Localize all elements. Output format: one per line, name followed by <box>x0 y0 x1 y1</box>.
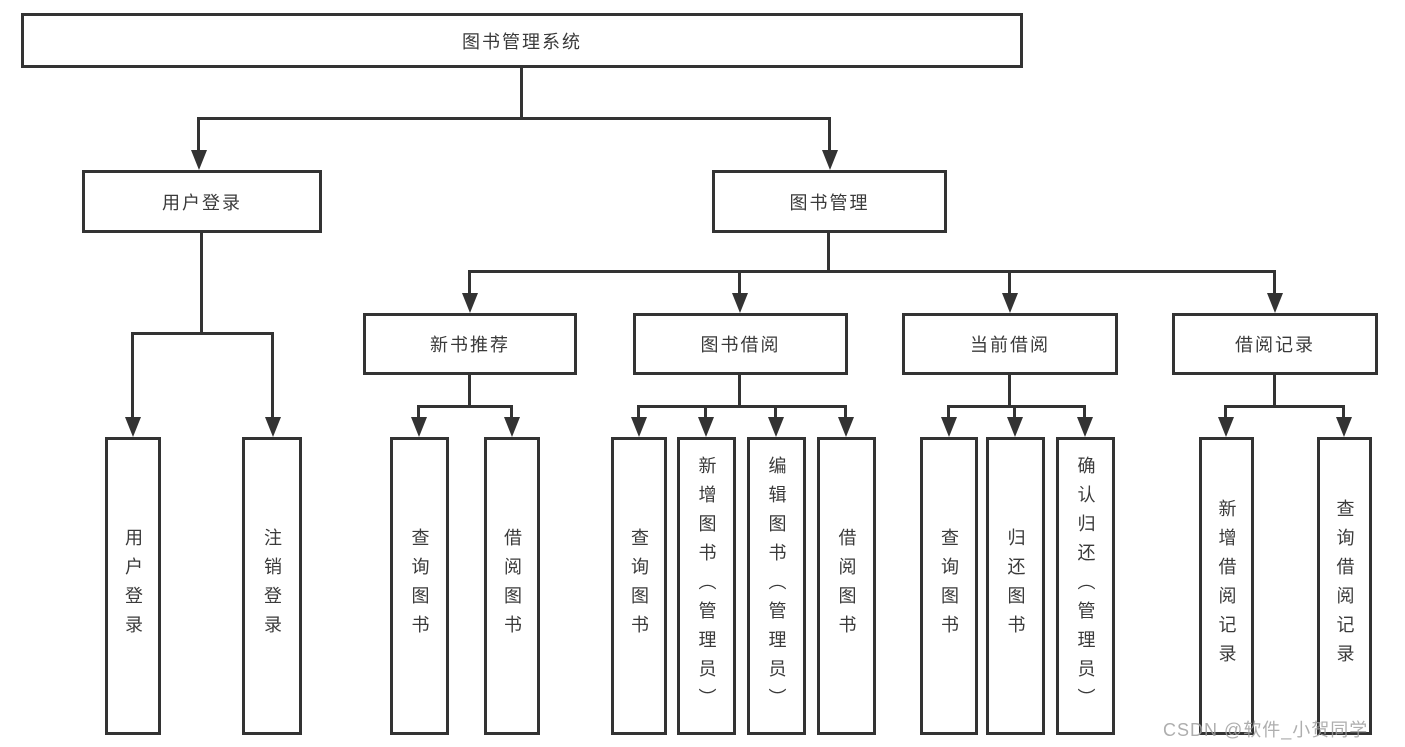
node-current-borrow-label: 当前借阅 <box>970 335 1050 355</box>
arrowhead-down <box>822 150 838 170</box>
leaf-br-add-borrow-record-label: 新增借阅记录 <box>1216 499 1237 673</box>
leaf-bb-add-books-admin: 新增图书（管理员） <box>677 437 736 735</box>
leaf-bb-edit-books-admin: 编辑图书（管理员） <box>747 437 806 735</box>
connector-line <box>1008 375 1011 408</box>
leaf-logout-label: 注销登录 <box>262 528 282 644</box>
connector-line <box>197 117 831 120</box>
leaf-nb-borrow-books: 借阅图书 <box>484 437 540 735</box>
node-book-borrow: 图书借阅 <box>633 313 848 375</box>
arrowhead-down <box>191 150 207 170</box>
leaf-user-login-label: 用户登录 <box>123 528 143 644</box>
connector-line <box>738 375 741 408</box>
arrowhead-down <box>631 417 647 437</box>
connector-line <box>704 406 707 419</box>
leaf-br-query-borrow-record-label: 查询借阅记录 <box>1334 499 1355 673</box>
leaf-bb-add-books-admin-label: 新增图书（管理员） <box>696 455 717 717</box>
connector-line <box>468 270 1276 273</box>
connector-line <box>417 405 513 408</box>
connector-line <box>947 406 950 419</box>
connector-line <box>468 271 471 295</box>
arrowhead-down <box>838 417 854 437</box>
connector-line <box>1342 406 1345 419</box>
arrowhead-down <box>1336 417 1352 437</box>
node-user-login: 用户登录 <box>82 170 322 233</box>
leaf-nb-query-books-label: 查询图书 <box>409 528 430 644</box>
connector-line <box>827 233 830 273</box>
node-borrow-records-label: 借阅记录 <box>1235 335 1315 355</box>
leaf-cb-confirm-return-admin-label: 确认归还（管理员） <box>1075 455 1096 717</box>
leaf-logout: 注销登录 <box>242 437 302 735</box>
node-new-book-recommend-label: 新书推荐 <box>430 335 510 355</box>
arrowhead-down <box>1007 417 1023 437</box>
arrowhead-down <box>768 417 784 437</box>
leaf-bb-borrow-books-label: 借阅图书 <box>836 528 857 644</box>
node-book-borrow-label: 图书借阅 <box>700 335 781 355</box>
leaf-user-login: 用户登录 <box>105 437 161 735</box>
connector-line <box>828 118 831 152</box>
leaf-cb-query-books-label: 查询图书 <box>939 528 959 644</box>
connector-line <box>520 68 523 119</box>
node-user-login-label: 用户登录 <box>162 192 242 213</box>
connector-line <box>1273 271 1276 295</box>
connector-line <box>774 406 777 419</box>
leaf-cb-query-books: 查询图书 <box>920 437 978 735</box>
arrowhead-down <box>1002 293 1018 313</box>
arrowhead-down <box>1267 293 1283 313</box>
connector-line <box>510 406 513 419</box>
arrowhead-down <box>462 293 478 313</box>
arrowhead-down <box>941 417 957 437</box>
connector-line <box>271 333 274 419</box>
leaf-br-query-borrow-record: 查询借阅记录 <box>1317 437 1372 735</box>
arrowhead-down <box>125 417 141 437</box>
connector-line <box>468 375 471 408</box>
arrowhead-down <box>1077 417 1093 437</box>
node-new-book-recommend: 新书推荐 <box>363 313 577 375</box>
node-current-borrow: 当前借阅 <box>902 313 1118 375</box>
leaf-bb-query-books: 查询图书 <box>611 437 667 735</box>
node-root-system: 图书管理系统 <box>21 13 1023 68</box>
leaf-cb-return-books-label: 归还图书 <box>1005 528 1026 644</box>
leaf-nb-borrow-books-label: 借阅图书 <box>502 528 522 644</box>
connector-line <box>844 406 847 419</box>
connector-line <box>417 406 420 419</box>
arrowhead-down <box>698 417 714 437</box>
connector-line <box>200 233 203 335</box>
leaf-cb-confirm-return-admin: 确认归还（管理员） <box>1056 437 1115 735</box>
leaf-br-add-borrow-record: 新增借阅记录 <box>1199 437 1254 735</box>
connector-line <box>1273 375 1276 408</box>
connector-line <box>1224 406 1227 419</box>
connector-line <box>197 118 200 152</box>
leaf-bb-query-books-label: 查询图书 <box>629 528 649 644</box>
connector-line <box>131 333 134 419</box>
connector-line <box>947 405 1086 408</box>
leaf-bb-edit-books-admin-label: 编辑图书（管理员） <box>766 455 787 717</box>
connector-line <box>1224 405 1345 408</box>
connector-line <box>637 405 847 408</box>
connector-line <box>131 332 274 335</box>
node-root-label: 图书管理系统 <box>462 31 582 52</box>
arrowhead-down <box>411 417 427 437</box>
arrowhead-down <box>265 417 281 437</box>
leaf-nb-query-books: 查询图书 <box>390 437 449 735</box>
connector-line <box>637 406 640 419</box>
node-book-management: 图书管理 <box>712 170 947 233</box>
leaf-bb-borrow-books: 借阅图书 <box>817 437 876 735</box>
connector-line <box>738 271 741 295</box>
arrowhead-down <box>504 417 520 437</box>
node-borrow-records: 借阅记录 <box>1172 313 1378 375</box>
csdn-watermark: CSDN @软件_小贺同学 <box>1163 720 1369 740</box>
leaf-cb-return-books: 归还图书 <box>986 437 1045 735</box>
node-book-management-label: 图书管理 <box>789 192 870 213</box>
connector-line <box>1083 406 1086 419</box>
arrowhead-down <box>1218 417 1234 437</box>
arrowhead-down <box>732 293 748 313</box>
connector-line <box>1013 406 1016 419</box>
connector-line <box>1008 271 1011 295</box>
